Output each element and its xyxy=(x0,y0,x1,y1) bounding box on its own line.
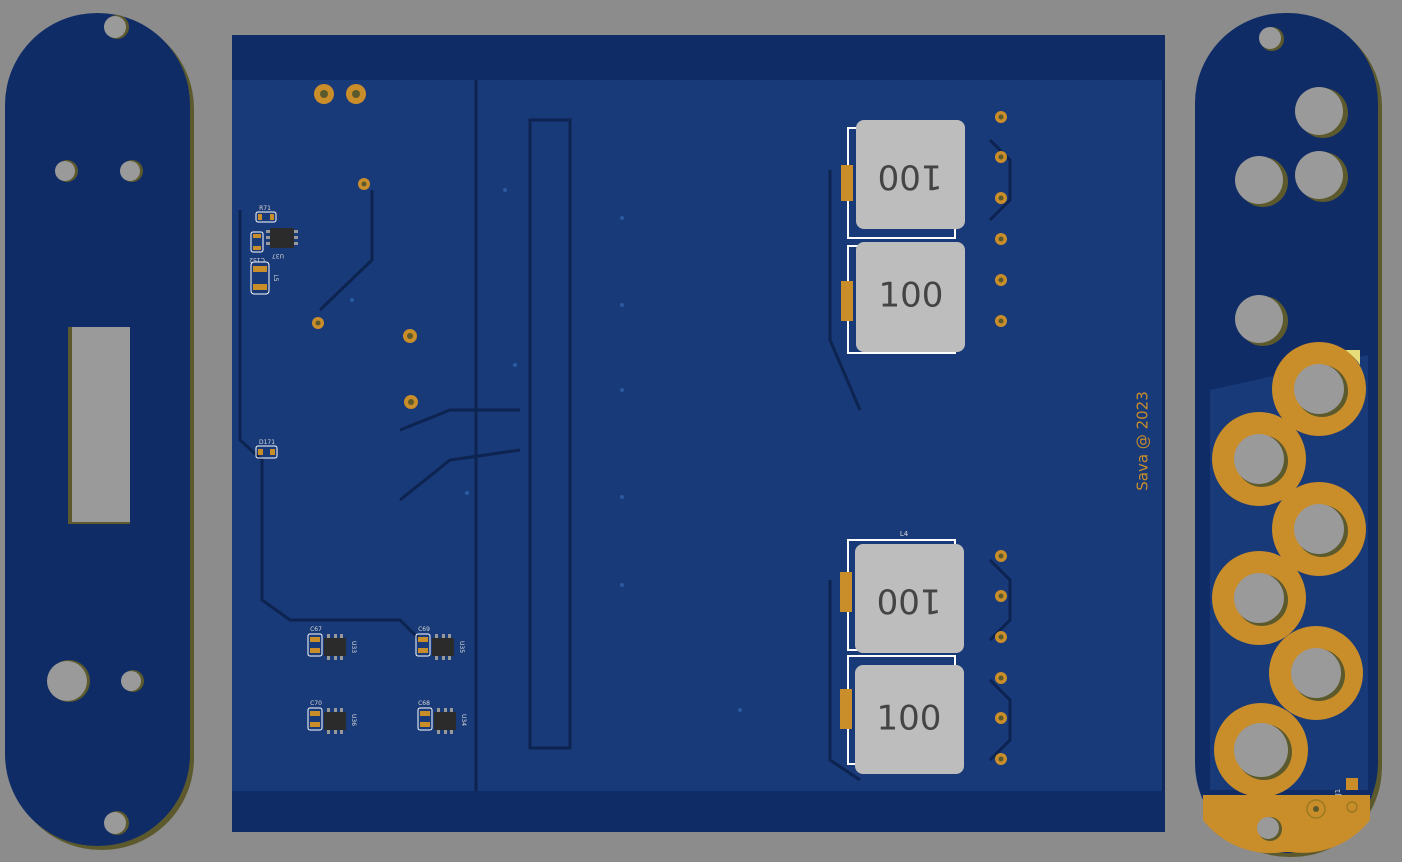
ref-u37: U37 xyxy=(272,252,284,259)
inductor: 100 xyxy=(841,120,965,239)
copper-plane xyxy=(232,80,1162,791)
inductor: 100 xyxy=(840,655,964,774)
mounting-hole xyxy=(1257,817,1279,839)
board-credit: Sava @ 2023 xyxy=(1134,391,1152,491)
main-board: 100 100 L4 100 100 R71 C152 xyxy=(232,35,1165,832)
mounting-hole xyxy=(121,671,141,691)
ref-u33: U33 xyxy=(350,641,357,653)
ref-r71: R71 xyxy=(259,205,271,212)
mounting-hole xyxy=(104,812,126,834)
ref-u36: U36 xyxy=(350,714,357,726)
ref-l5: L5 xyxy=(272,274,279,281)
component-group-lower: C67 U33 C69 U35 C70 U36 C68 xyxy=(307,626,467,734)
inductor-value: 100 xyxy=(879,276,944,316)
ref-c67: C67 xyxy=(310,626,322,633)
component-d171: D171 xyxy=(255,439,278,459)
mounting-hole xyxy=(104,16,126,38)
mounting-hole xyxy=(1259,27,1281,49)
mounting-hole xyxy=(1295,87,1343,135)
component-group-u37: R71 C152 U37 L5 xyxy=(249,205,298,295)
ref-j1: J1 xyxy=(1334,789,1342,797)
mounting-hole xyxy=(47,661,87,701)
mounting-hole xyxy=(1235,156,1283,204)
mounting-hole xyxy=(120,161,140,181)
left-panel-cutout xyxy=(72,327,130,522)
mounting-hole xyxy=(55,161,75,181)
ref-c68: C68 xyxy=(418,700,430,707)
ref-c69: C69 xyxy=(418,626,430,633)
inductor-ref: L4 xyxy=(900,530,909,538)
mounting-hole xyxy=(1235,295,1283,343)
ref-u35: U35 xyxy=(458,641,465,653)
inductor: L4 100 xyxy=(840,530,964,653)
right-panel-board: J1 xyxy=(1195,13,1382,857)
terminal-pads xyxy=(1212,342,1366,797)
connector-pin xyxy=(1346,778,1358,790)
mounting-hole xyxy=(1295,151,1343,199)
inductor-value: 100 xyxy=(877,699,942,739)
inductor-value: 100 xyxy=(877,581,942,621)
ref-c152: C152 xyxy=(249,256,265,263)
ref-d171: D171 xyxy=(259,439,275,446)
inductor-value: 100 xyxy=(878,157,943,197)
inductor: 100 xyxy=(841,242,965,354)
inductor-pins xyxy=(995,111,1007,765)
ref-u34: U34 xyxy=(460,714,467,726)
left-panel-board xyxy=(5,13,194,850)
connector-pad-area xyxy=(1203,795,1370,854)
ref-c70: C70 xyxy=(310,700,322,707)
